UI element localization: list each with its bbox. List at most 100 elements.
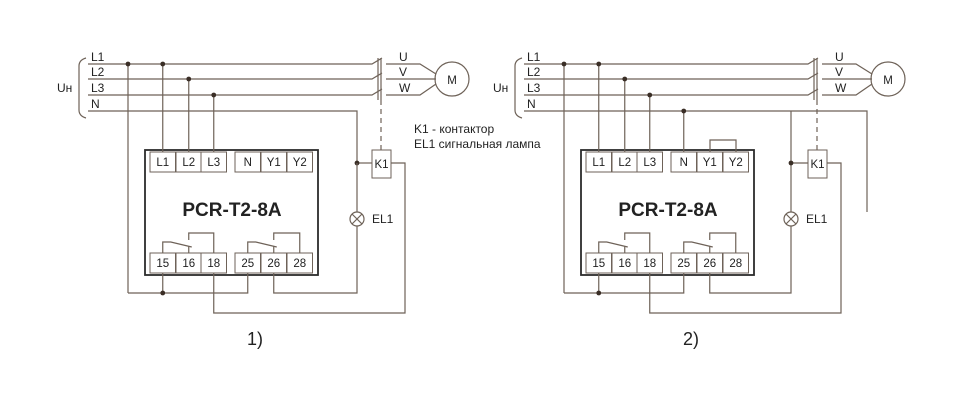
lamp-label: EL1 bbox=[806, 212, 828, 226]
terminal-label-28: 28 bbox=[729, 258, 742, 270]
wire-common-15-25 bbox=[128, 273, 249, 294]
supply-voltage-label: Uн bbox=[57, 81, 72, 95]
terminal-label-y2: Y2 bbox=[729, 157, 743, 169]
relay-contact-switch-2 bbox=[247, 241, 277, 253]
motor-lead-u bbox=[386, 63, 437, 75]
bus-label-n: N bbox=[91, 97, 100, 111]
junction-dot bbox=[211, 92, 217, 98]
y1-y2-jumper bbox=[709, 139, 737, 152]
device-model-label: PCR-T2-8A bbox=[182, 200, 282, 221]
motor-symbol bbox=[434, 61, 470, 97]
terminal-label-26: 26 bbox=[267, 258, 280, 270]
motor-label: M bbox=[883, 75, 893, 87]
terminal-label-n: N bbox=[244, 157, 252, 169]
motor-phase-label-u: U bbox=[399, 50, 408, 64]
terminal-label-25: 25 bbox=[241, 258, 254, 270]
supply-voltage-label: Uн bbox=[493, 81, 508, 95]
diagram-caption: 1) bbox=[247, 329, 263, 349]
relay-contact-switch-1 bbox=[598, 241, 628, 253]
junction-dot bbox=[186, 76, 192, 82]
terminal-label-18: 18 bbox=[207, 258, 220, 270]
bus-label-l2: L2 bbox=[91, 65, 105, 79]
terminal-label-l1: L1 bbox=[592, 157, 605, 169]
junction-dot bbox=[622, 76, 628, 82]
contactor-coil-label: K1 bbox=[810, 159, 824, 171]
relay-contact-switch-1 bbox=[162, 241, 192, 253]
contactor-coil-label: K1 bbox=[374, 159, 388, 171]
motor-label: M bbox=[447, 75, 457, 87]
terminal-label-15: 15 bbox=[156, 258, 169, 270]
device-model-label: PCR-T2-8A bbox=[618, 200, 718, 221]
terminal-label-l3: L3 bbox=[643, 157, 656, 169]
motor-symbol bbox=[870, 61, 906, 97]
contactor-coil-k1 bbox=[807, 149, 828, 179]
bus-line-n bbox=[524, 110, 868, 163]
relay-contact-nc-1 bbox=[188, 232, 215, 253]
bus-label-l3: L3 bbox=[527, 81, 541, 95]
junction-dot bbox=[596, 61, 602, 67]
bus-label-l1: L1 bbox=[91, 50, 105, 64]
contactor-coil-k1 bbox=[371, 149, 392, 179]
terminal-label-16: 16 bbox=[618, 258, 631, 270]
wire-26-to-lamp bbox=[709, 226, 792, 294]
junction-dot bbox=[160, 61, 166, 67]
diagram-caption: 2) bbox=[683, 329, 699, 349]
junction-dot bbox=[125, 61, 131, 67]
terminal-label-l3: L3 bbox=[207, 157, 220, 169]
lamp-cross bbox=[351, 213, 363, 225]
motor-lead-w bbox=[386, 83, 437, 96]
relay-contact-nc-2 bbox=[273, 232, 301, 253]
bus-label-n: N bbox=[527, 97, 536, 111]
supply-brace bbox=[514, 57, 523, 119]
motor-lead-u bbox=[822, 63, 873, 75]
junction-dot bbox=[681, 108, 687, 114]
wire-common-15-25 bbox=[564, 273, 685, 294]
lamp-label: EL1 bbox=[372, 212, 394, 226]
bus-label-l2: L2 bbox=[527, 65, 541, 79]
bus-line-n bbox=[88, 110, 358, 163]
terminal-label-l1: L1 bbox=[156, 157, 169, 169]
junction-dot bbox=[561, 61, 567, 67]
bus-line-l2 bbox=[524, 72, 819, 80]
bus-line-l3 bbox=[524, 88, 819, 96]
terminal-y2 bbox=[286, 151, 313, 173]
terminal-label-l2: L2 bbox=[618, 157, 631, 169]
terminal-label-25: 25 bbox=[677, 258, 690, 270]
motor-phase-label-w: W bbox=[835, 81, 847, 95]
bus-line-l2 bbox=[88, 72, 383, 80]
terminal-label-28: 28 bbox=[293, 258, 306, 270]
motor-phase-label-w: W bbox=[399, 81, 411, 95]
motor-lead-w bbox=[822, 83, 873, 96]
terminal-label-y2: Y2 bbox=[293, 157, 307, 169]
terminal-label-16: 16 bbox=[182, 258, 195, 270]
lamp-cross bbox=[785, 213, 797, 225]
terminal-label-18: 18 bbox=[643, 258, 656, 270]
junction-dot bbox=[647, 92, 653, 98]
motor-phase-label-v: V bbox=[399, 65, 407, 79]
relay-contact-nc-2 bbox=[709, 232, 737, 253]
legend-contactor: K1 - контактор bbox=[414, 122, 494, 136]
supply-brace bbox=[78, 57, 87, 119]
bus-label-l1: L1 bbox=[527, 50, 541, 64]
wire-26-to-lamp bbox=[273, 226, 358, 294]
bus-line-l1 bbox=[88, 57, 383, 65]
motor-phase-label-v: V bbox=[835, 65, 843, 79]
wire-18-to-coil bbox=[649, 162, 842, 314]
junction-dot bbox=[160, 290, 166, 296]
bus-label-l3: L3 bbox=[91, 81, 105, 95]
legend-lamp: EL1 сигнальная лампа bbox=[414, 137, 541, 151]
bus-line-l3 bbox=[88, 88, 383, 96]
terminal-label-26: 26 bbox=[703, 258, 716, 270]
terminal-label-n: N bbox=[680, 157, 688, 169]
motor-phase-label-u: U bbox=[835, 50, 844, 64]
junction-dot bbox=[788, 160, 794, 166]
relay-contact-nc-1 bbox=[624, 232, 651, 253]
terminal-label-y1: Y1 bbox=[703, 157, 717, 169]
terminal-label-l2: L2 bbox=[182, 157, 195, 169]
junction-dot bbox=[596, 290, 602, 296]
wire-18-to-coil bbox=[213, 162, 406, 314]
terminal-label-y1: Y1 bbox=[267, 157, 281, 169]
